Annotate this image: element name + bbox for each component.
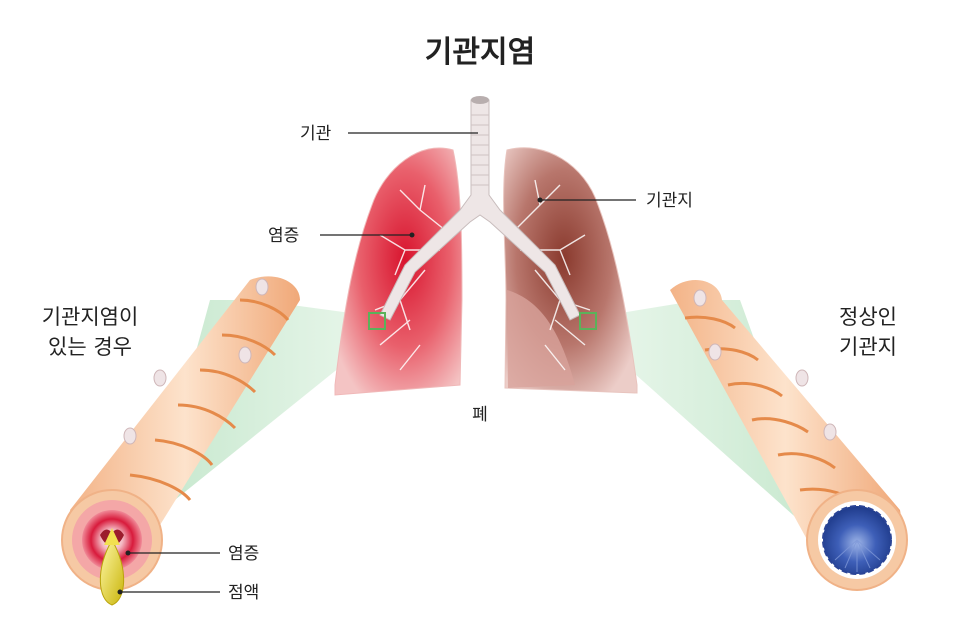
label-bronchus: 기관지: [646, 191, 693, 211]
label-lung: 폐: [472, 405, 488, 425]
inflamed-bronchus-tube: [70, 276, 300, 545]
inflammation-dot-top: [409, 232, 415, 238]
lung-lobe: [507, 290, 575, 388]
label-inflammation-bottom: 염증: [228, 544, 259, 564]
bronchus-dot: [537, 197, 543, 203]
inflammation-dot-bottom: [125, 550, 131, 556]
trachea-rings: [471, 114, 489, 186]
trachea: [379, 99, 581, 321]
normal-lumen-folds: [834, 539, 881, 572]
right-caption-line2: 기관지: [839, 335, 897, 359]
inflamed-lung: [334, 147, 463, 396]
label-inflammation-top: 염증: [268, 226, 299, 246]
page-title: 기관지염: [425, 35, 535, 70]
mucus-drop: [99, 538, 125, 606]
lung-vessels: [374, 179, 591, 371]
label-mucus: 점액: [228, 583, 259, 603]
trachea-top: [471, 96, 489, 104]
left-caption-line1: 기관지염이: [42, 305, 139, 329]
highlight-box-right: [579, 312, 597, 330]
magnify-beam-right: [588, 300, 830, 548]
highlight-box-left: [368, 312, 386, 330]
mucus-arrow: [104, 528, 120, 545]
mucus-dot: [117, 589, 123, 595]
right-caption-line1: 정상인: [839, 305, 897, 329]
label-trachea: 기관: [300, 124, 331, 144]
left-caption-line2: 있는 경우: [48, 335, 132, 359]
